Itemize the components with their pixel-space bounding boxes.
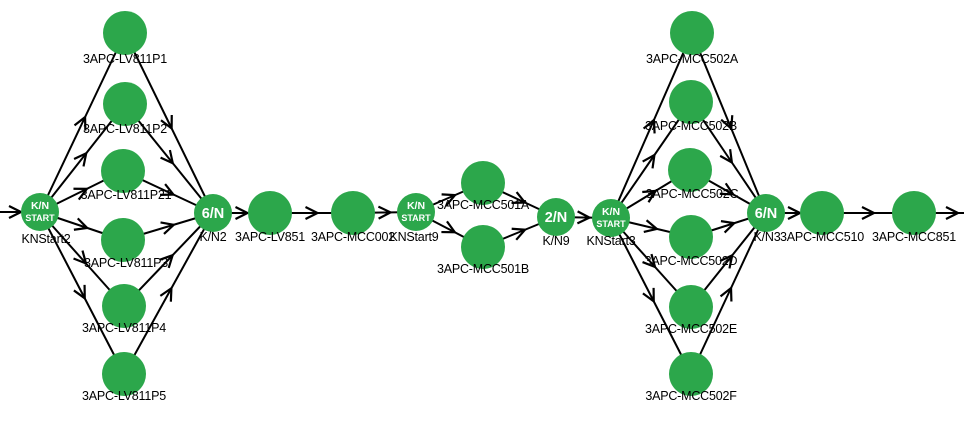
node-circle-p3[interactable] (101, 218, 145, 262)
node-inner-label-top: K/N (407, 200, 425, 212)
edge-m502a-to-kn3 (691, 32, 767, 214)
node-mcc002[interactable] (331, 191, 375, 235)
node-circle-lv851[interactable] (248, 191, 292, 235)
node-label-m502f: 3APC-MCC502F (645, 389, 737, 403)
node-kn3[interactable]: 6/N (747, 194, 785, 232)
edge-p1-to-kn2 (124, 32, 214, 214)
node-label-p21: 3APC-LV811P21 (81, 188, 172, 202)
node-label-mcc851: 3APC-MCC851 (872, 230, 956, 244)
node-inner-label-bottom: START (25, 213, 55, 223)
node-label-kn3: K/N3 (754, 230, 781, 244)
node-label-mcc501b: 3APC-MCC501B (437, 262, 529, 276)
node-circle-mcc501a[interactable] (461, 161, 505, 205)
node-mcc510[interactable] (800, 191, 844, 235)
node-m502c[interactable] (668, 148, 712, 192)
node-label-m502e: 3APC-MCC502E (645, 322, 737, 336)
node-mcc501b[interactable] (461, 225, 505, 269)
node-inner-label-top: K/N (31, 200, 49, 212)
node-circle-knstart9[interactable] (397, 193, 435, 231)
node-circle-mcc002[interactable] (331, 191, 375, 235)
edge-knstart2-to-p1 (39, 32, 126, 213)
node-inner-label-bottom: START (401, 213, 431, 223)
node-label-p3: 3APC-LV811P3 (84, 256, 168, 270)
node-m502e[interactable] (669, 285, 713, 329)
node-circle-kn9[interactable] (537, 198, 575, 236)
edge-m502b-to-kn3 (690, 101, 767, 214)
node-circle-p4[interactable] (102, 284, 146, 328)
node-label-p5: 3APC-LV811P5 (82, 389, 166, 403)
node-inner-label: 6/N (202, 206, 225, 222)
node-label-m502a: 3APC-MCC502A (646, 52, 739, 66)
node-label-m502c: 3APC-MCC502C (646, 187, 739, 201)
node-inner-label-top: K/N (602, 206, 620, 218)
node-p1[interactable] (103, 11, 147, 55)
node-label-knstart9: KNStart9 (389, 230, 438, 244)
node-mcc851[interactable] (892, 191, 936, 235)
node-p21[interactable] (101, 149, 145, 193)
edge-p2-to-kn2 (124, 103, 214, 214)
edge-knstart3-to-m502b (610, 101, 692, 219)
node-circle-mcc510[interactable] (800, 191, 844, 235)
node-circle-m502b[interactable] (669, 80, 713, 124)
node-label-p2: 3APC-LV811P2 (83, 122, 167, 136)
node-lv851[interactable] (248, 191, 292, 235)
node-p4[interactable] (102, 284, 146, 328)
node-p5[interactable] (102, 352, 146, 396)
node-label-kn9: K/N9 (543, 234, 570, 248)
edge-knstart2-to-p5 (39, 211, 125, 375)
node-m502f[interactable] (669, 352, 713, 396)
node-label-mcc501a: 3APC-MCC501A (437, 198, 530, 212)
node-circle-m502c[interactable] (668, 148, 712, 192)
node-p2[interactable] (103, 82, 147, 126)
node-circle-p5[interactable] (102, 352, 146, 396)
node-m502a[interactable] (670, 11, 714, 55)
node-label-mcc510: 3APC-MCC510 (780, 230, 864, 244)
node-circle-m502d[interactable] (669, 215, 713, 259)
node-kn2[interactable]: 6/N (194, 194, 232, 232)
node-kn9[interactable]: 2/N (537, 198, 575, 236)
node-p3[interactable] (101, 218, 145, 262)
node-circle-p21[interactable] (101, 149, 145, 193)
node-m502d[interactable] (669, 215, 713, 259)
node-label-knstart3: KNStart3 (586, 234, 635, 248)
node-label-kn2: K/N2 (200, 230, 227, 244)
node-circle-p2[interactable] (103, 82, 147, 126)
node-label-p1: 3APC-LV811P1 (83, 52, 167, 66)
node-label-m502b: 3APC-MCC502B (645, 119, 737, 133)
node-mcc501a[interactable] (461, 161, 505, 205)
node-layer: K/NSTARTKNStart23APC-LV811P13APC-LV811P2… (21, 11, 956, 403)
node-circle-m502a[interactable] (670, 11, 714, 55)
node-circle-mcc501b[interactable] (461, 225, 505, 269)
node-label-m502d: 3APC-MCC502D (645, 254, 738, 268)
node-circle-p1[interactable] (103, 11, 147, 55)
node-label-p4: 3APC-LV811P4 (82, 321, 166, 335)
node-label-mcc002: 3APC-MCC002 (311, 230, 395, 244)
node-circle-m502f[interactable] (669, 352, 713, 396)
node-inner-label: 6/N (755, 206, 778, 222)
edge-m502f-to-kn3 (690, 212, 767, 375)
node-circle-kn2[interactable] (194, 194, 232, 232)
edge-knstart3-to-m502f (610, 217, 692, 375)
edge-p5-to-kn2 (123, 212, 214, 375)
node-circle-mcc851[interactable] (892, 191, 936, 235)
node-m502b[interactable] (669, 80, 713, 124)
node-circle-m502e[interactable] (669, 285, 713, 329)
edge-knstart2-to-p2 (39, 103, 126, 213)
node-inner-label-bottom: START (596, 219, 626, 229)
node-label-knstart2: KNStart2 (21, 232, 70, 246)
edge-knstart3-to-m502a (610, 32, 693, 219)
node-inner-label: 2/N (545, 210, 568, 226)
node-circle-knstart3[interactable] (592, 199, 630, 237)
node-label-lv851: 3APC-LV851 (235, 230, 305, 244)
node-circle-knstart2[interactable] (21, 193, 59, 231)
node-circle-kn3[interactable] (747, 194, 785, 232)
